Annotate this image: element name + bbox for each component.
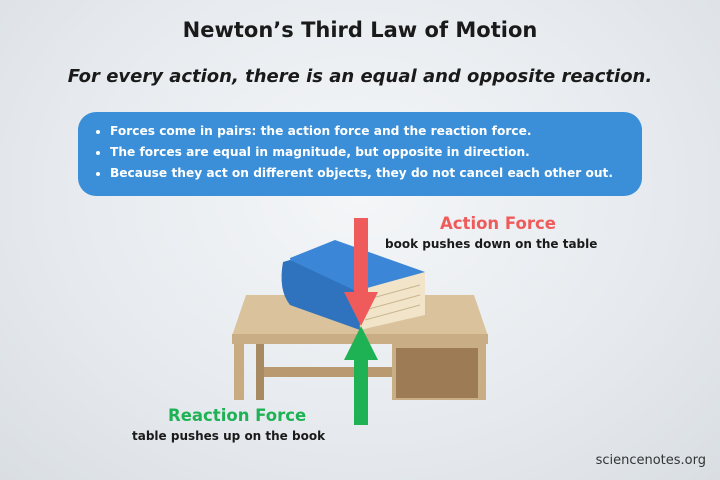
action-force-label: Action Force xyxy=(440,214,556,233)
page-title: Newton’s Third Law of Motion xyxy=(182,18,538,42)
reaction-force-description: table pushes up on the book xyxy=(132,429,326,443)
action-force-description: book pushes down on the table xyxy=(385,237,598,251)
source-credit: sciencenotes.org xyxy=(595,453,706,468)
reaction-force-arrow xyxy=(344,326,378,425)
action-force-arrow xyxy=(344,218,378,326)
bullet-item: Forces come in pairs: the action force a… xyxy=(110,121,626,142)
subtitle: For every action, there is an equal and … xyxy=(67,66,653,87)
key-points-box: Forces come in pairs: the action force a… xyxy=(78,112,642,196)
bullet-item: The forces are equal in magnitude, but o… xyxy=(110,142,626,163)
bullet-item: Because they act on different objects, t… xyxy=(110,163,626,184)
reaction-force-label: Reaction Force xyxy=(168,406,307,425)
